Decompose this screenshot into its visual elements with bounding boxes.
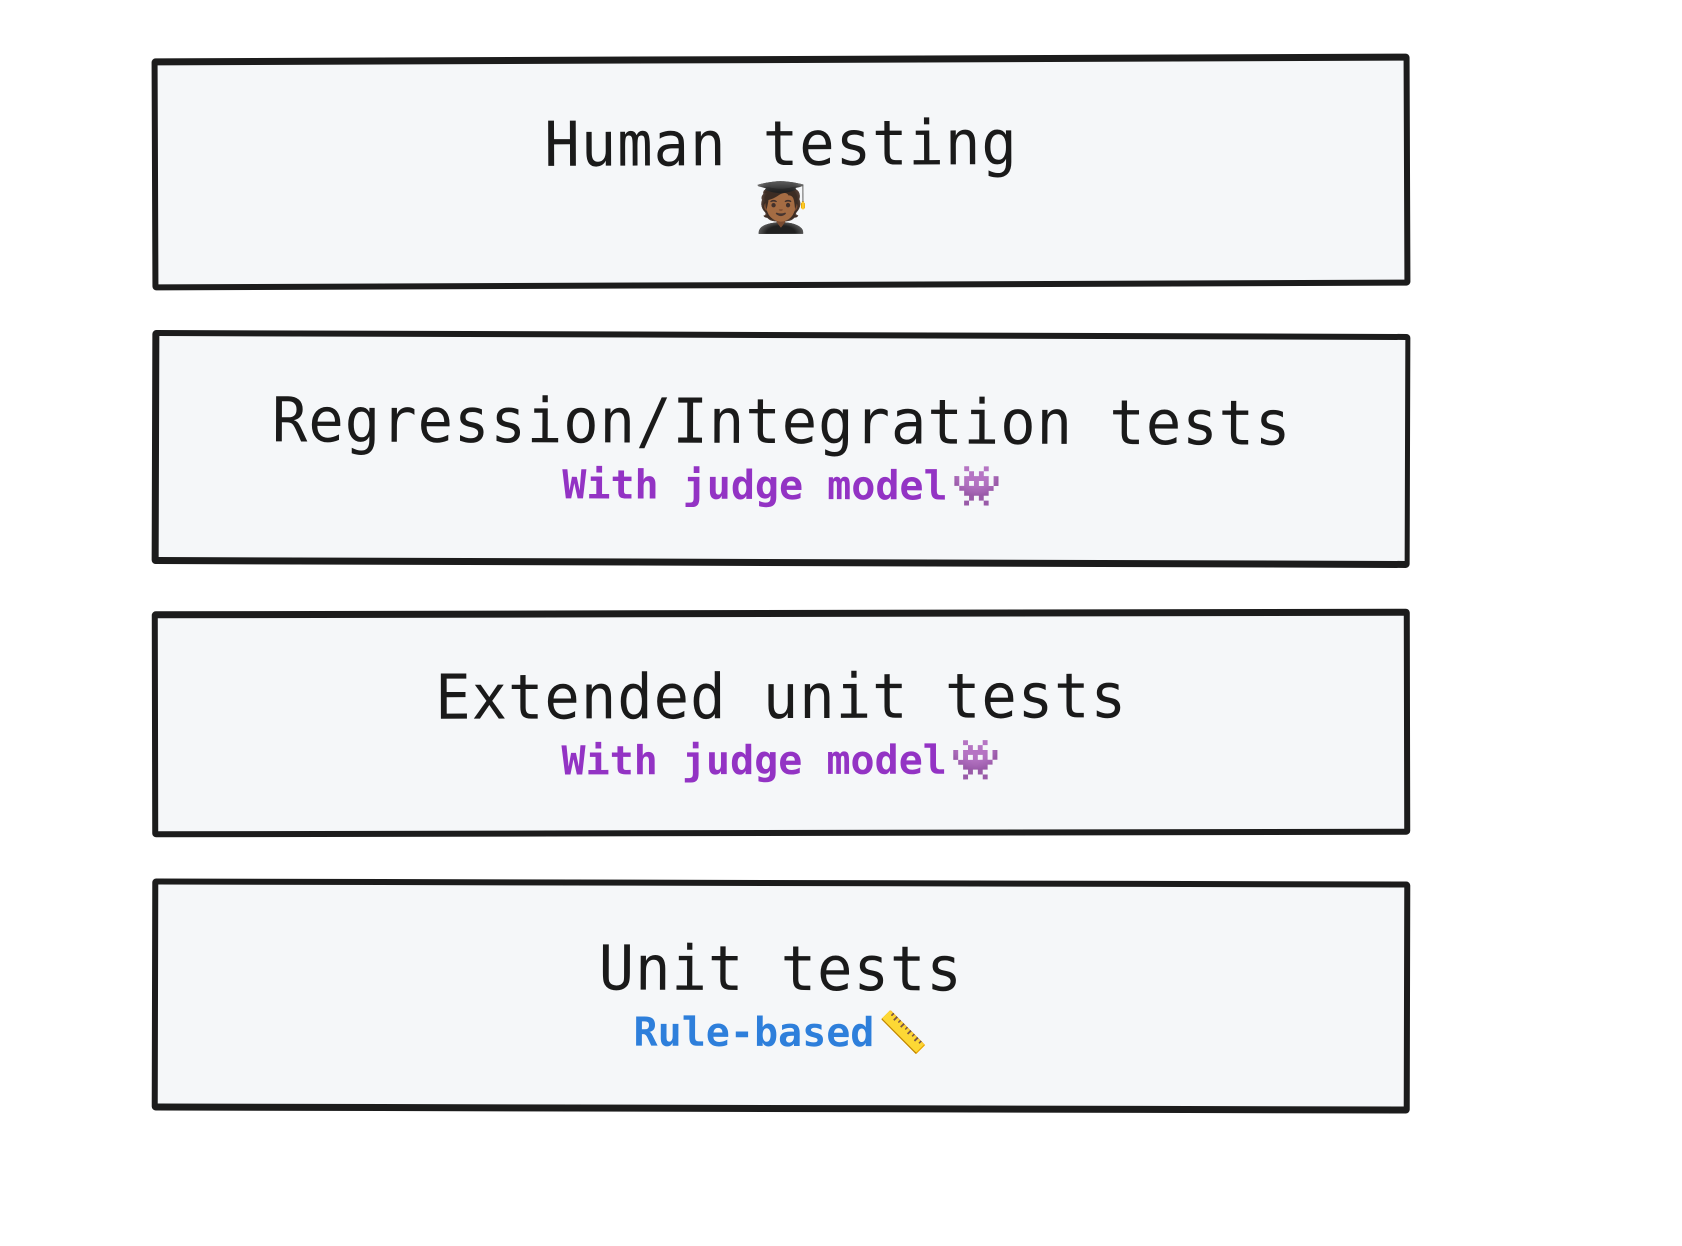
layer-box-regression-integration-tests[interactable]: Regression/Integration tests With judge … [151,330,1411,568]
alien-monster-icon: 👾 [950,737,1001,784]
alien-monster-icon: 👾 [951,463,1002,510]
layer-content: Unit tests Rule-based 📏 [158,931,1404,1057]
layer-subtitle: With judge model 👾 [562,462,1002,510]
layer-title: Unit tests [598,931,964,1006]
straight-ruler-icon: 📏 [878,1010,929,1057]
layer-subtitle: With judge model 👾 [561,737,1001,785]
layer-content: Extended unit tests With judge model 👾 [158,659,1404,785]
layer-subtitle-text: With judge model [562,462,948,510]
layer-title: Human testing [544,105,1018,181]
layer-subtitle-text: Rule-based [633,1009,875,1057]
layer-subtitle: Rule-based 📏 [633,1009,929,1057]
layer-subtitle-text: With judge model [561,737,947,785]
layer-title: Extended unit tests [434,659,1127,734]
student-emoji: 🧑🏾‍🎓 [751,179,812,236]
layer-title: Regression/Integration tests [272,383,1292,460]
layer-box-unit-tests[interactable]: Unit tests Rule-based 📏 [151,878,1411,1114]
testing-pyramid-stack: Human testing 🧑🏾‍🎓 Regression/Integratio… [151,53,1411,1114]
layer-box-human-testing[interactable]: Human testing 🧑🏾‍🎓 [151,53,1411,291]
layer-content: Regression/Integration tests With judge … [159,383,1405,510]
layer-content: Human testing 🧑🏾‍🎓 [158,105,1404,237]
layer-box-extended-unit-tests[interactable]: Extended unit tests With judge model 👾 [151,608,1411,838]
